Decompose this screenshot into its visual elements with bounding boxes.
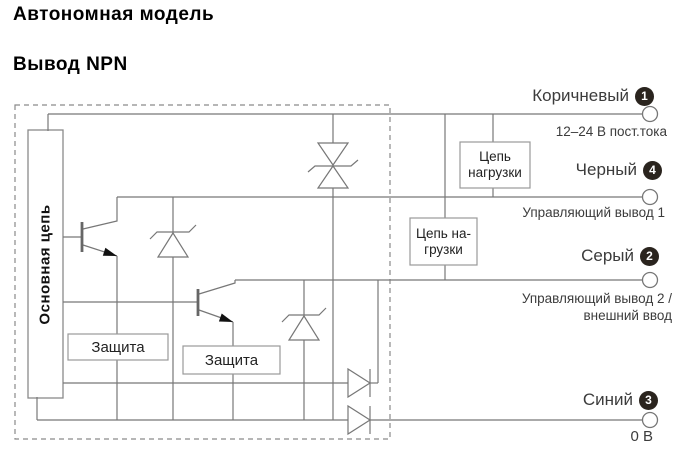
wire-label-black: Черный — [575, 160, 637, 179]
zener-diode-1 — [149, 224, 197, 258]
load-circuit-box-2 — [409, 217, 478, 266]
diode2-triangle — [347, 404, 372, 436]
protection-label-2: Защита — [204, 351, 259, 369]
terminals — [641, 105, 659, 429]
wire-desc-black: Управляющий вывод 1 — [522, 205, 665, 220]
protection-label-1: Защита — [91, 338, 145, 356]
tvs-diode — [307, 142, 359, 189]
transistor1-collector-line — [82, 197, 118, 230]
transistor2-collector-line — [198, 280, 236, 295]
tvs-top-triangle — [316, 142, 350, 167]
wire-label-blue: Синий — [582, 390, 633, 409]
wire-label-brown: Коричневый — [532, 86, 629, 105]
terminal-gray — [641, 271, 659, 289]
wire-label-row-gray: Серый 2 — [581, 246, 659, 266]
wire-desc-blue: 0 В — [630, 428, 653, 445]
wire-lines — [36, 113, 643, 421]
tvs-bar — [307, 159, 359, 173]
transistor-2 — [196, 289, 233, 322]
terminal-blue — [641, 411, 659, 429]
zener-diode-2 — [281, 307, 327, 341]
load-circuit-label-2: Цепь на- грузки — [410, 218, 477, 265]
load1-line2: нагрузки — [468, 165, 522, 180]
zener2-triangle — [287, 314, 321, 341]
page-subtitle: Вывод NPN — [13, 54, 128, 75]
diode1-triangle — [347, 367, 372, 399]
pin-badge-2: 2 — [640, 246, 659, 266]
wire-desc-gray-line1: Управляющий вывод 2 / — [521, 291, 672, 306]
wire-desc-gray: Управляющий вывод 2 / внешний ввод — [522, 290, 672, 324]
wire-desc-brown: 12–24 В пост.тока — [555, 124, 667, 139]
transistor1-emitter-arrow — [102, 247, 117, 256]
load-circuit-box-1 — [459, 141, 531, 189]
wire-desc-gray-line2: внешний ввод — [583, 308, 672, 323]
transistor-1 — [80, 222, 117, 256]
main-circuit-label: Основная цепь — [37, 203, 54, 325]
load1-line1: Цепь — [479, 149, 511, 164]
terminal-brown — [641, 105, 659, 123]
main-circuit-box — [27, 129, 64, 399]
load2-line1: Цепь на- — [415, 225, 472, 241]
wire-label-gray: Серый — [581, 246, 634, 265]
page-title: Автономная модель — [13, 4, 215, 25]
pin-badge-4: 4 — [643, 160, 662, 180]
pin-badge-1: 1 — [635, 86, 654, 106]
load-circuit-label-1: Цепь нагрузки — [460, 142, 530, 188]
dashed-enclosure — [14, 104, 391, 440]
tvs-bottom-triangle — [316, 164, 350, 189]
zener1-triangle — [156, 231, 190, 258]
diode-2 — [347, 404, 372, 436]
protection-box-2 — [182, 345, 281, 375]
protection-box-1 — [67, 333, 169, 361]
load2-line2: грузки — [424, 241, 463, 257]
transistor2-emitter-arrow — [218, 313, 233, 322]
diode-1 — [347, 367, 372, 399]
wire-label-row-brown: Коричневый 1 — [532, 86, 654, 106]
pin-badge-3: 3 — [639, 390, 658, 410]
wire-label-row-blue: Синий 3 — [583, 390, 658, 410]
main-circuit-label-wrap: Основная цепь — [28, 130, 63, 398]
wire-label-row-black: Черный 4 — [576, 160, 662, 180]
terminal-black — [641, 188, 659, 206]
